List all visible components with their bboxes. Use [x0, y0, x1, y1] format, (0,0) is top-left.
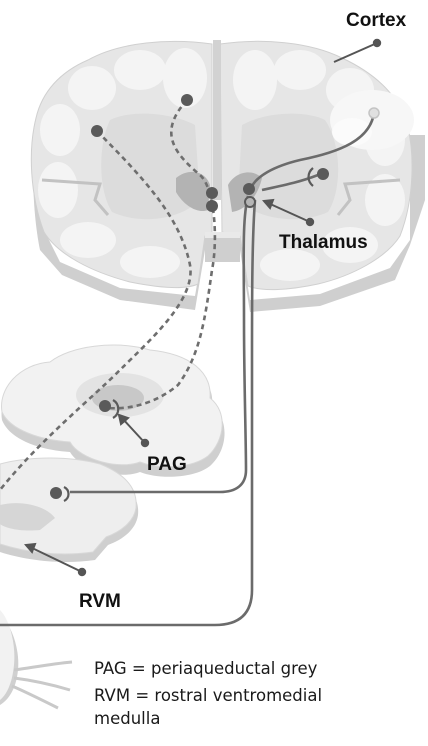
- legend-line-1: PAG = periaqueductal grey: [94, 657, 317, 680]
- thalamus-neuron-lower: [206, 200, 218, 212]
- legend-line-3: medulla: [94, 707, 160, 730]
- legend-line-2: RVM = rostral ventromedial: [94, 684, 322, 707]
- pag-label: PAG: [147, 454, 187, 476]
- cortex-neuron-left: [91, 125, 103, 137]
- thalamus-neuron-center: [243, 183, 255, 195]
- medulla-section: [0, 458, 138, 562]
- rvm-label: RVM: [79, 591, 121, 613]
- thalamus-label: Thalamus: [279, 232, 368, 254]
- midbrain-section: [2, 345, 225, 477]
- cortex-neuron-sensory: [369, 108, 379, 118]
- thalamus-neuron-left: [206, 187, 218, 199]
- thalamus-neuron-terminal: [245, 197, 255, 207]
- cortex-neuron-medial: [181, 94, 193, 106]
- pag-neuron: [99, 400, 111, 412]
- thalamus-neuron-right: [317, 168, 329, 180]
- cortex-label: Cortex: [346, 10, 406, 32]
- rvm-neuron: [50, 487, 62, 499]
- brain-section: [31, 40, 425, 312]
